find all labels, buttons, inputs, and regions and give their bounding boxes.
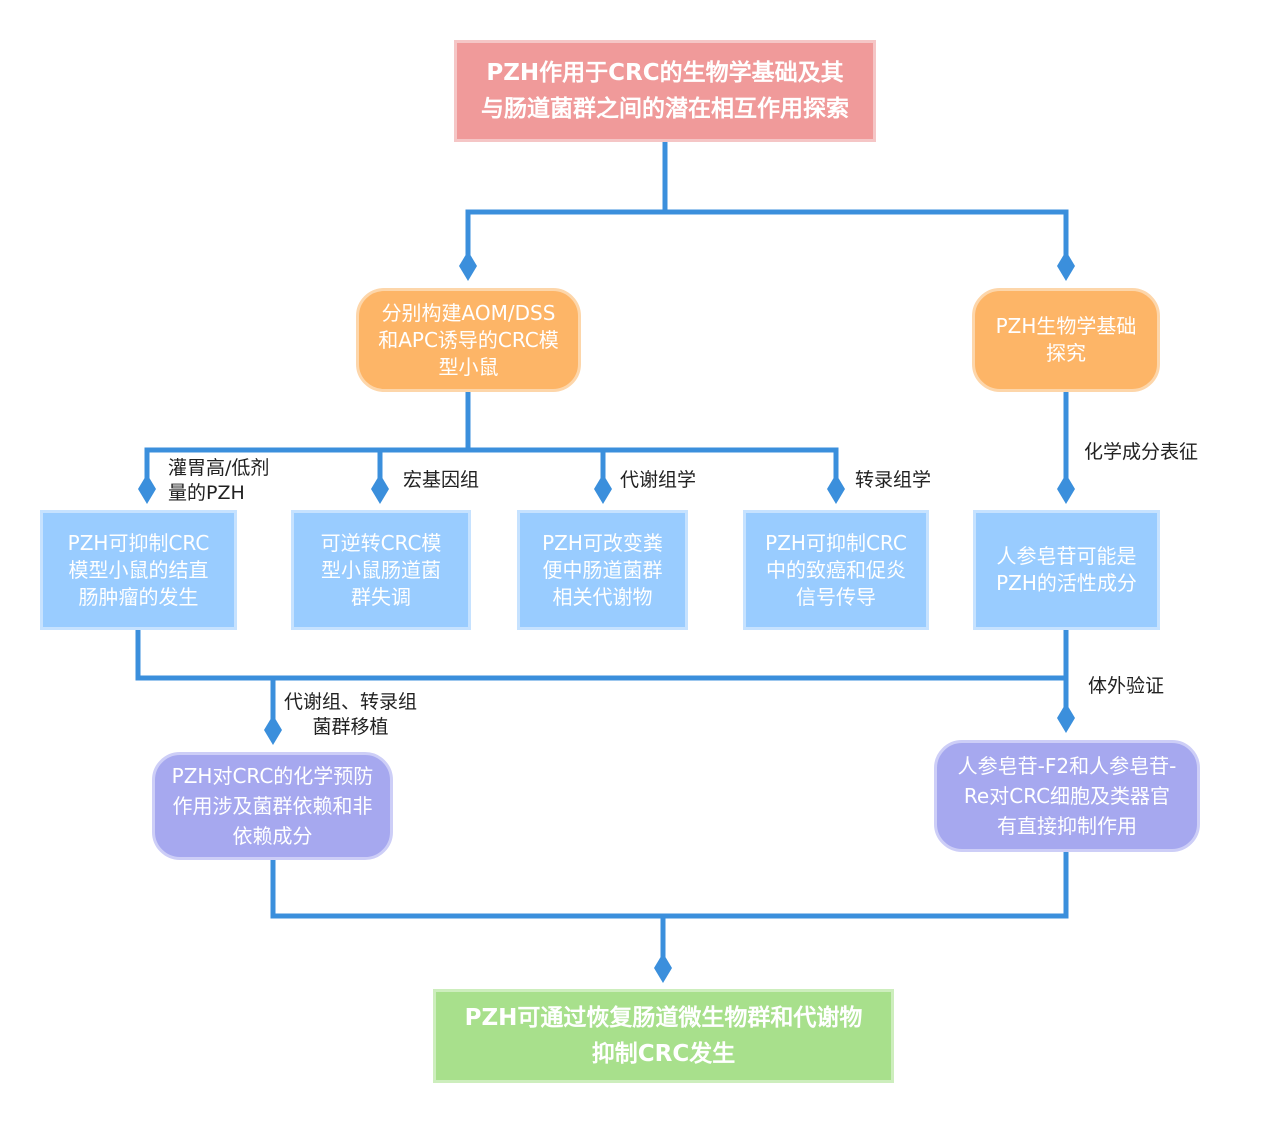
connector-findings-merge xyxy=(135,627,1069,681)
conclusion-box: PZH可通过恢复肠道微生物群和代谢物 抑制CRC发生 xyxy=(433,989,894,1083)
label-metagenome: 宏基因组 xyxy=(403,469,480,491)
label-chemical: 化学成分表征 xyxy=(1084,441,1199,463)
connector-title-to-basis xyxy=(662,209,1069,265)
finding-tumor-text: PZH可抑制CRC 模型小鼠的结直 肠肿瘤的发生 xyxy=(67,530,210,609)
models-step-box: 分别构建AOM/DSS 和APC诱导的CRC模 型小鼠 xyxy=(356,288,581,392)
finding-signaling-box: PZH可抑制CRC 中的致癌和促炎 信号传导 xyxy=(743,510,929,630)
arrowhead-models xyxy=(459,251,477,281)
connector-models-bus-right xyxy=(465,447,839,488)
arrowhead-prevention xyxy=(264,715,282,745)
label-gavage: 灌胃高/低剂 量的PZH xyxy=(168,457,270,504)
arrowhead-conclusion xyxy=(654,953,672,983)
arrowhead-metabolites xyxy=(594,474,612,504)
arrowhead-signaling xyxy=(827,474,845,504)
finding-dysbiosis-text: 可逆转CRC模 型小鼠肠道菌 群失调 xyxy=(320,530,442,609)
connector-title-to-steps xyxy=(465,139,668,265)
label-metabolomics: 代谢组学 xyxy=(620,469,697,491)
arrowhead-tumor xyxy=(138,474,156,504)
conclusion-text: PZH可通过恢复肠道微生物群和代谢物 抑制CRC发生 xyxy=(464,1005,863,1067)
mechanism-prevention-text: PZH对CRC的化学预防 作用涉及菌群依赖和非 依赖成分 xyxy=(171,764,374,848)
title-text: PZH作用于CRC的生物学基础及其 与肠道菌群之间的潜在相互作用探索 xyxy=(481,60,849,122)
finding-metabolites-text: PZH可改变粪 便中肠道菌群 相关代谢物 xyxy=(542,530,663,609)
mechanism-inhibition-text: 人参皂苷-F2和人参皂苷- Re对CRC细胞及类器官 有直接抑制作用 xyxy=(957,754,1177,838)
finding-ginsenoside-text: 人参皂苷可能是 PZH的活性成分 xyxy=(996,544,1137,595)
mechanism-inhibition-box: 人参皂苷-F2和人参皂苷- Re对CRC细胞及类器官 有直接抑制作用 xyxy=(934,740,1200,852)
arrowhead-ginsenoside xyxy=(1057,474,1075,504)
basis-step-box: PZH生物学基础 探究 xyxy=(972,288,1160,392)
title-box: PZH作用于CRC的生物学基础及其 与肠道菌群之间的潜在相互作用探索 xyxy=(454,40,876,142)
label-invitro: 体外验证 xyxy=(1088,675,1165,697)
finding-dysbiosis-box: 可逆转CRC模 型小鼠肠道菌 群失调 xyxy=(291,510,471,630)
finding-ginsenoside-box: 人参皂苷可能是 PZH的活性成分 xyxy=(973,510,1160,630)
arrowhead-inhibition xyxy=(1057,703,1075,733)
label-transplant: 代谢组、转录组 菌群移植 xyxy=(284,691,418,738)
arrowhead-basis xyxy=(1057,251,1075,281)
mechanism-prevention-box: PZH对CRC的化学预防 作用涉及菌群依赖和非 依赖成分 xyxy=(152,752,393,860)
models-step-text: 分别构建AOM/DSS 和APC诱导的CRC模 型小鼠 xyxy=(378,300,559,379)
arrowhead-dysbiosis xyxy=(371,474,389,504)
finding-tumor-box: PZH可抑制CRC 模型小鼠的结直 肠肿瘤的发生 xyxy=(40,510,237,630)
finding-metabolites-box: PZH可改变粪 便中肠道菌群 相关代谢物 xyxy=(517,510,688,630)
basis-step-text: PZH生物学基础 探究 xyxy=(995,314,1137,365)
label-transcriptomics: 转录组学 xyxy=(855,469,932,491)
finding-signaling-text: PZH可抑制CRC 中的致癌和促炎 信号传导 xyxy=(765,530,907,609)
connector-models-bus xyxy=(144,389,471,488)
connector-mechanisms-to-conclusion xyxy=(270,849,1069,919)
